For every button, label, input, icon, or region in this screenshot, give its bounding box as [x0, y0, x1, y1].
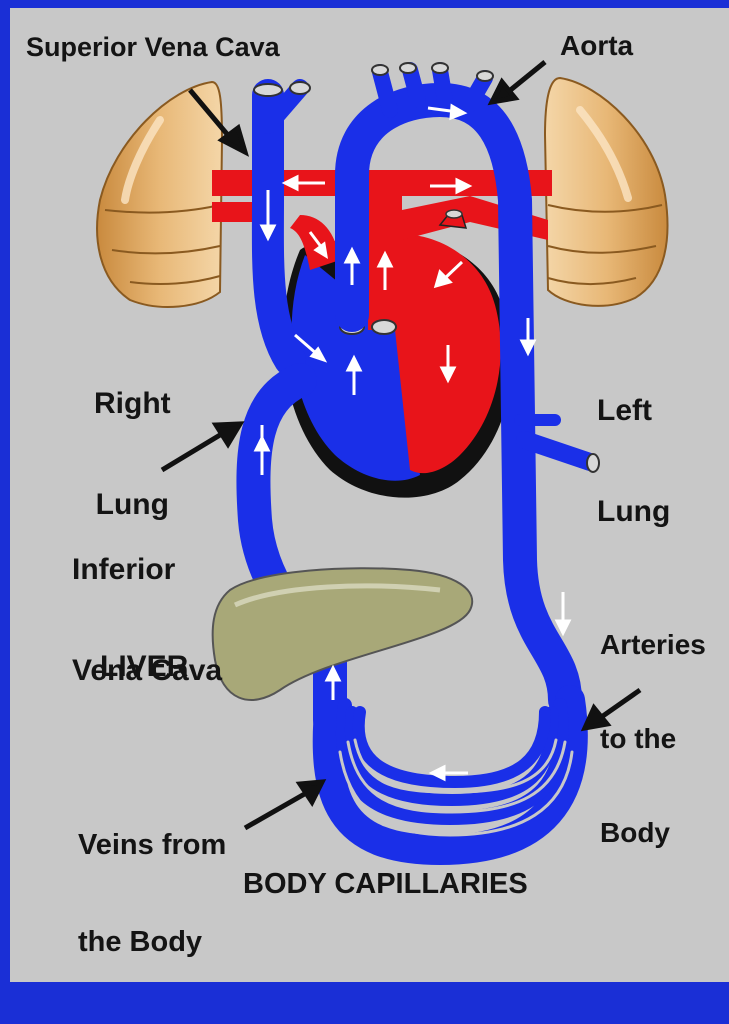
label-left-lung: Left Lung	[597, 327, 670, 596]
label-arteries-to-body: Arteries to the Body	[600, 566, 706, 911]
label-left-lung-line1: Left	[597, 394, 670, 428]
label-veins-from-body: Veins from the Body	[78, 764, 226, 1024]
label-liver: LIVER	[100, 650, 188, 684]
label-inferior-vena-cava: Inferior Vena Cava	[72, 486, 222, 755]
label-aorta: Aorta	[560, 30, 633, 61]
label-ivc-line1: Inferior	[72, 553, 222, 587]
label-right-lung-line1: Right	[94, 387, 171, 421]
label-body-capillaries: BODY CAPILLARIES	[243, 868, 528, 900]
circulation-diagram: Superior Vena Cava Aorta Right Lung Left…	[0, 0, 729, 982]
label-left-lung-line2: Lung	[597, 495, 670, 529]
label-arteries-line2: to the	[600, 723, 706, 754]
label-arteries-line3: Body	[600, 817, 706, 848]
label-veins-line1: Veins from	[78, 829, 226, 861]
label-veins-line2: the Body	[78, 926, 226, 958]
label-arteries-line1: Arteries	[600, 629, 706, 660]
label-superior-vena-cava: Superior Vena Cava	[26, 32, 280, 62]
